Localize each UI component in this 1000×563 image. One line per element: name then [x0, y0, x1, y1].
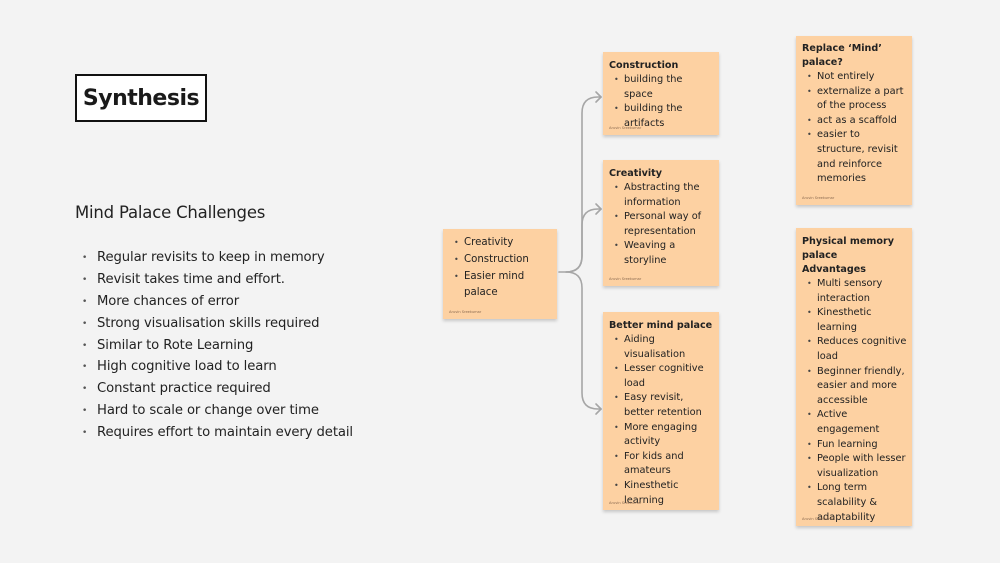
note-item: Construction [449, 252, 551, 269]
note-item: Kinesthetic learning [802, 306, 881, 335]
sticky-note-construction[interactable]: Construction building the space building… [603, 52, 719, 135]
note-list: Abstracting the information Personal way… [609, 181, 713, 269]
note-list: Aiding visualisation Lesser cognitive lo… [609, 333, 713, 508]
note-list: Creativity Construction Easier mind pala… [449, 235, 551, 302]
note-item: For kids and amateurs [609, 450, 690, 479]
note-item: More engaging activity [609, 421, 700, 450]
note-item: Creativity [449, 235, 551, 252]
sticky-note-replace-mind-palace[interactable]: Replace ‘Mind’ palace? Not entirely exte… [796, 36, 912, 205]
note-item: Long term scalability & adaptability [802, 481, 895, 525]
arrowhead [595, 203, 602, 215]
note-item: Beginner friendly, easier and more acces… [802, 365, 909, 409]
note-author: Aruvin Sreekumar [802, 196, 835, 200]
note-list: Not entirely externalize a part of the p… [802, 70, 906, 187]
challenge-item: High cognitive load to learn [82, 356, 353, 378]
note-item: Aiding visualisation [609, 333, 713, 362]
note-list: Multi sensory interaction Kinesthetic le… [802, 277, 906, 525]
note-title: Replace ‘Mind’ palace? [802, 43, 882, 68]
challenges-list: Regular revisits to keep in memory Revis… [82, 247, 353, 444]
note-title: Physical memory palace Advantages [802, 236, 894, 275]
note-item: Weaving a storyline [609, 239, 684, 268]
arrowhead [595, 403, 602, 415]
note-item: Easy revisit, better retention [609, 391, 716, 420]
challenge-item: Hard to scale or change over time [82, 400, 353, 422]
note-author: Aruvin Sreekumar [449, 310, 482, 314]
connector-to-creativity [565, 208, 602, 273]
sticky-note-better-mind-palace[interactable]: Better mind palace Aiding visualisation … [603, 312, 719, 510]
note-item: externalize a part of the process [802, 85, 907, 114]
note-item: Kinesthetic learning [609, 479, 684, 508]
challenge-item: Regular revisits to keep in memory [82, 247, 353, 269]
note-author: Aruvin Sreekumar [609, 126, 642, 130]
sticky-note-creativity[interactable]: Creativity Abstracting the information P… [603, 160, 719, 286]
arrowhead [595, 91, 602, 103]
challenges-heading: Mind Palace Challenges [75, 203, 266, 222]
note-item: building the artifacts [609, 102, 688, 131]
note-item: Not entirely [802, 70, 906, 85]
note-author: Aruvin Sreekumar [609, 277, 642, 281]
challenge-item: Strong visualisation skills required [82, 313, 353, 335]
note-author: Aruvin Sreekumar [802, 517, 835, 521]
challenge-item: Similar to Rote Learning [82, 335, 353, 357]
challenge-item: Requires effort to maintain every detail [82, 422, 353, 444]
page-title: Synthesis [75, 74, 207, 122]
challenge-item: More chances of error [82, 291, 353, 313]
note-item: Multi sensory interaction [802, 277, 891, 306]
connector-to-better [565, 271, 602, 410]
note-title: Better mind palace [609, 320, 713, 331]
note-title: Construction [609, 60, 679, 71]
sticky-note-physical-advantages[interactable]: Physical memory palace Advantages Multi … [796, 228, 912, 526]
sticky-note-source[interactable]: Creativity Construction Easier mind pala… [443, 229, 557, 319]
note-list: building the space building the artifact… [609, 73, 713, 131]
note-item: Fun learning [802, 438, 906, 453]
note-item: Reduces cognitive load [802, 335, 909, 364]
note-item: Abstracting the information [609, 181, 706, 210]
challenge-item: Constant practice required [82, 378, 353, 400]
note-item: easier to structure, revisit and reinfor… [802, 128, 909, 186]
challenge-item: Revisit takes time and effort. [82, 269, 353, 291]
note-author: Aruvin Sreekumar [609, 501, 642, 505]
note-item: building the space [609, 73, 713, 102]
note-item: Lesser cognitive load [609, 362, 704, 391]
note-item: act as a scaffold [802, 114, 906, 129]
connector-to-construction [558, 96, 602, 273]
note-item: Personal way of representation [609, 210, 710, 239]
note-item: Easier mind palace [449, 269, 551, 303]
note-title: Creativity [609, 168, 663, 179]
note-item: Active engagement [802, 408, 883, 437]
note-item: People with lesser visualization [802, 452, 907, 481]
